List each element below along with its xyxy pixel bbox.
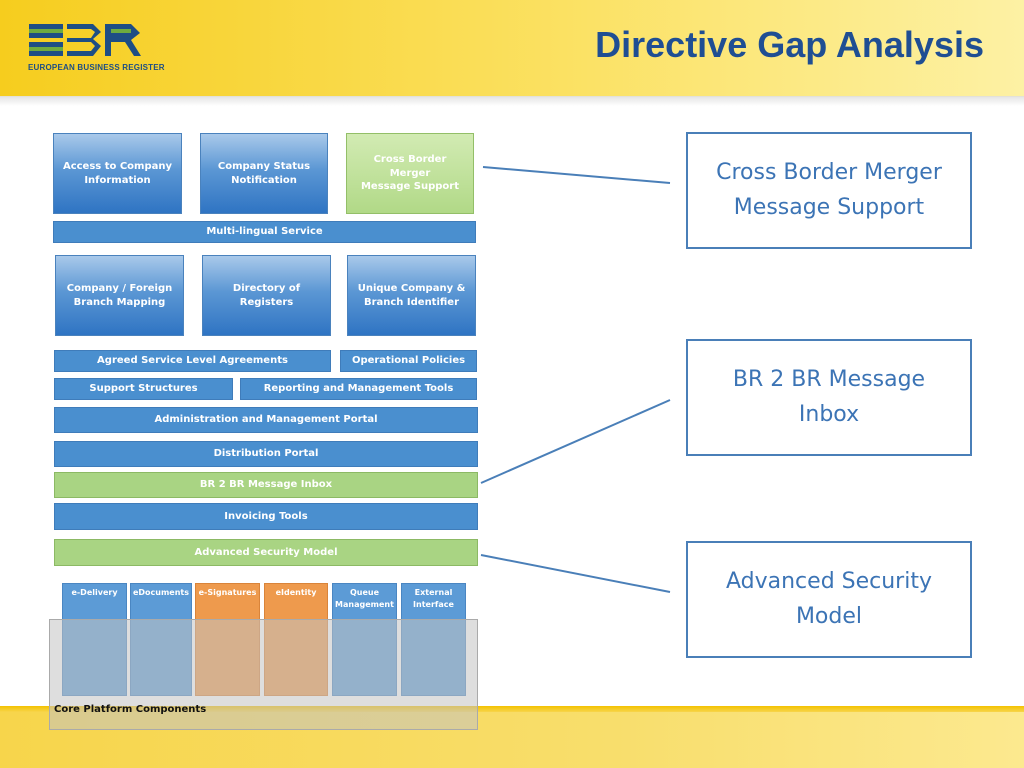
bar-distribution-portal: Distribution Portal (54, 441, 478, 467)
bar-reporting-tools: Reporting and Management Tools (240, 378, 477, 400)
bar-admin-portal: Administration and Management Portal (54, 407, 478, 433)
core-platform-label: Core Platform Components (54, 704, 207, 715)
box-branch-mapping: Company / Foreign Branch Mapping (55, 255, 184, 336)
connector-security (480, 554, 671, 593)
bar-support-structures: Support Structures (54, 378, 233, 400)
header-banner (0, 0, 1024, 97)
box-cross-border-merger: Cross Border Merger Message Support (346, 133, 474, 214)
bar-br2br-inbox: BR 2 BR Message Inbox (54, 472, 478, 498)
page-title: Directive Gap Analysis (595, 24, 984, 65)
connector-cross-border (482, 166, 671, 184)
bar-invoicing-tools: Invoicing Tools (54, 503, 478, 530)
bar-operational-policies: Operational Policies (340, 350, 477, 372)
box-unique-identifier: Unique Company & Branch Identifier (347, 255, 476, 336)
callout-advanced-security: Advanced Security Model (686, 541, 972, 658)
core-platform-panel (49, 619, 478, 730)
callout-cross-border-merger: Cross Border Merger Message Support (686, 132, 972, 249)
bar-advanced-security: Advanced Security Model (54, 539, 478, 566)
bar-agreed-sla: Agreed Service Level Agreements (54, 350, 331, 372)
footer-band-line (0, 706, 1024, 712)
bar-multilingual-service: Multi-lingual Service (53, 221, 476, 243)
header-shadow (0, 96, 1024, 106)
logo-caption: EUROPEAN BUSINESS REGISTER (28, 63, 165, 72)
connector-br2br (480, 399, 671, 484)
callout-br2br-inbox: BR 2 BR Message Inbox (686, 339, 972, 456)
box-access-company-info: Access to Company Information (53, 133, 182, 214)
box-directory-of-registers: Directory of Registers (202, 255, 331, 336)
box-company-status-notification: Company Status Notification (200, 133, 328, 214)
ebr-logo-icon (29, 24, 141, 56)
